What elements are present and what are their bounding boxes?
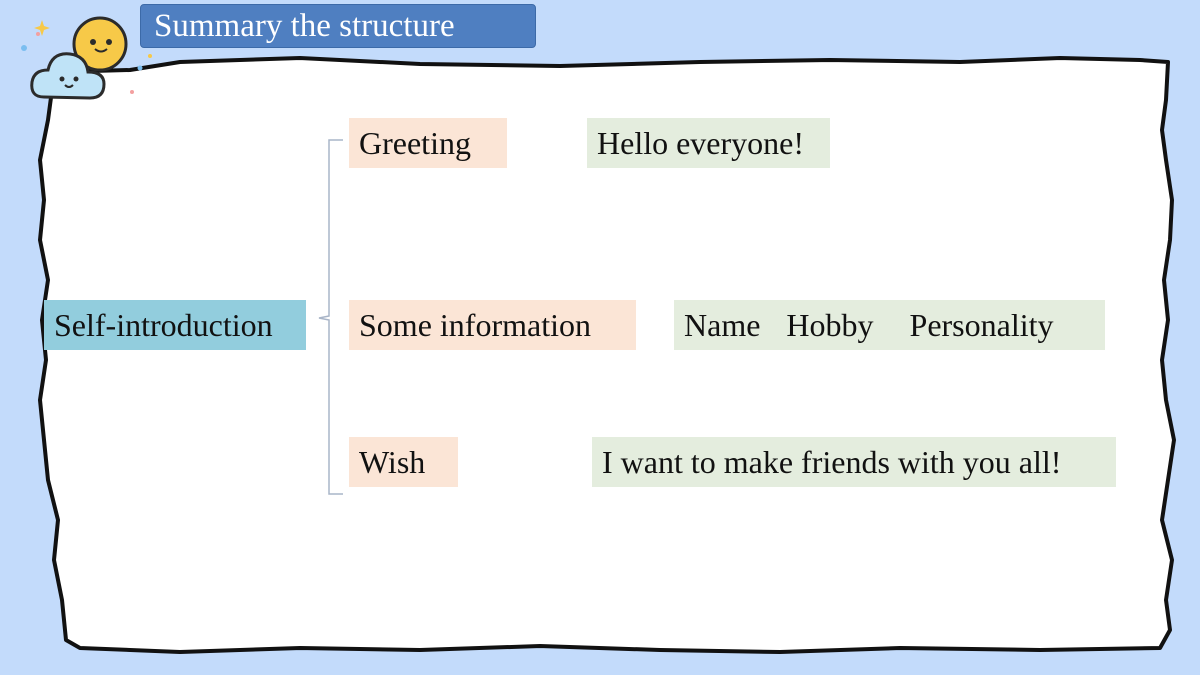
detail-label: I want to make friends with you all! <box>602 444 1062 480</box>
root-topic: Self-introduction <box>44 300 306 350</box>
detail-item-personality: Personality <box>909 307 1054 343</box>
detail-greeting: Hello everyone! <box>587 118 830 168</box>
detail-item-hobby: Hobby <box>786 307 874 343</box>
category-label: Greeting <box>359 125 471 161</box>
detail-some-information: Name Hobby Personality <box>674 300 1105 350</box>
category-wish: Wish <box>349 437 458 487</box>
root-label: Self-introduction <box>54 307 273 343</box>
structure-bracket <box>318 139 343 495</box>
title-bar: Summary the structure <box>140 4 536 48</box>
category-some-information: Some information <box>349 300 636 350</box>
sun-cloud-icon <box>21 16 152 100</box>
detail-wish: I want to make friends with you all! <box>592 437 1116 487</box>
category-label: Some information <box>359 307 591 343</box>
category-greeting: Greeting <box>349 118 507 168</box>
detail-item-name: Name <box>684 307 761 343</box>
category-label: Wish <box>359 444 426 480</box>
page-title: Summary the structure <box>154 7 455 44</box>
detail-label: Hello everyone! <box>597 125 805 161</box>
